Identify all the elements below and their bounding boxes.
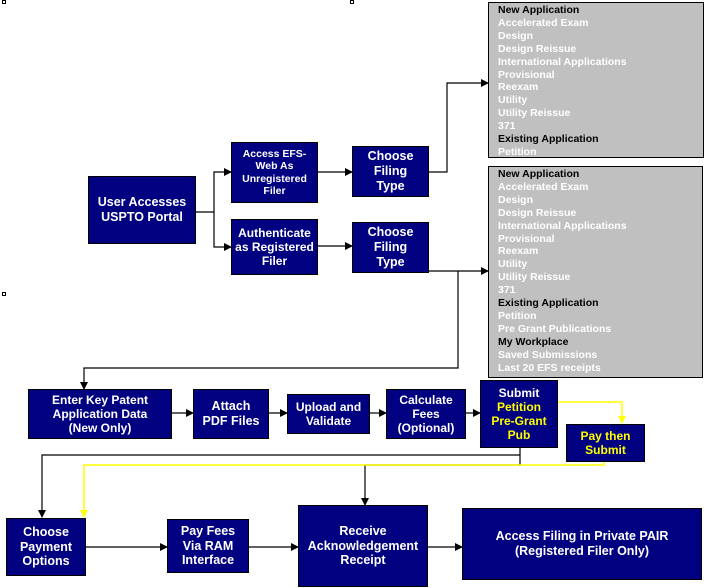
list-heading: Existing Application: [498, 133, 703, 146]
list-item: Saved Submissions: [498, 349, 702, 362]
choose-filing-type-box-1: Choose Filing Type: [352, 146, 429, 197]
list-item: Design: [498, 30, 703, 43]
connector-submit-to-paythen: [558, 402, 622, 423]
connector-portal-to-efs: [196, 172, 231, 212]
list-item: Accelerated Exam: [498, 181, 702, 194]
upload-validate-box: Upload and Validate: [287, 394, 370, 434]
receive-acknowledgement-box: Receive Acknowledgement Receipt: [298, 505, 428, 587]
submit-label: Submit: [499, 386, 540, 400]
choose-payment-options-box: Choose Payment Options: [6, 518, 86, 576]
submit-box: Submit Petition Pre-Grant Pub: [480, 380, 558, 448]
list-heading: My Workplace: [498, 336, 702, 349]
list-item: Accelerated Exam: [498, 17, 703, 30]
list-item: Reexam: [498, 245, 702, 258]
access-efs-web-box: Access EFS- Web As Unregistered Filer: [231, 142, 318, 203]
list-item: Utility Reissue: [498, 271, 702, 284]
choose-filing-type-box-2: Choose Filing Type: [352, 222, 429, 273]
list-item: Design Reissue: [498, 207, 702, 220]
list-item: Utility Reissue: [498, 107, 703, 120]
page-marker: [2, 0, 6, 4]
calculate-fees-box: Calculate Fees (Optional): [386, 389, 466, 439]
list-item: Provisional: [498, 69, 703, 82]
list-item: Petition: [498, 146, 703, 159]
list-item: Reexam: [498, 81, 703, 94]
enter-key-patent-data-box: Enter Key Patent Application Data (New O…: [28, 389, 172, 439]
list-item: Pre Grant Publications: [498, 323, 702, 336]
list-item: Utility: [498, 94, 703, 107]
list-heading: New Application: [498, 4, 703, 17]
connector-submit-to-payment: [42, 448, 520, 517]
list-item: Petition: [498, 310, 702, 323]
list-item: 371: [498, 120, 703, 133]
attach-pdf-files-box: Attach PDF Files: [193, 389, 269, 439]
list-item: Design: [498, 194, 702, 207]
list-heading: New Application: [498, 168, 702, 181]
list-item: Last 20 EFS receipts: [498, 362, 702, 375]
authenticate-registered-box: Authenticate as Registered Filer: [231, 219, 318, 275]
connector-list2-to-enter: [84, 271, 458, 389]
filing-type-list-bottom: New ApplicationAccelerated ExamDesignDes…: [488, 166, 703, 378]
pay-fees-ram-box: Pay Fees Via RAM Interface: [167, 519, 249, 573]
pay-then-submit-box: Pay then Submit: [566, 424, 645, 462]
submit-petition-pregrant-label: Petition Pre-Grant Pub: [491, 400, 546, 442]
user-accesses-portal-box: User Accesses USPTO Portal: [88, 176, 196, 244]
list-item: 371: [498, 284, 702, 297]
list-item: Provisional: [498, 233, 702, 246]
list-item: International Applications: [498, 56, 703, 69]
list-item: Design Reissue: [498, 43, 703, 56]
access-private-pair-box: Access Filing in Private PAIR (Registere…: [462, 508, 702, 580]
page-marker: [2, 292, 6, 296]
connector-submit-to-receive: [365, 455, 520, 505]
list-item: International Applications: [498, 220, 702, 233]
connector-portal-to-auth: [214, 212, 231, 247]
list-heading: Existing Application: [498, 297, 702, 310]
filing-type-list-top: New ApplicationAccelerated ExamDesignDes…: [488, 2, 704, 158]
list-item: Utility: [498, 258, 702, 271]
connector-filing1-to-list1: [429, 83, 488, 172]
page-marker: [350, 0, 354, 4]
